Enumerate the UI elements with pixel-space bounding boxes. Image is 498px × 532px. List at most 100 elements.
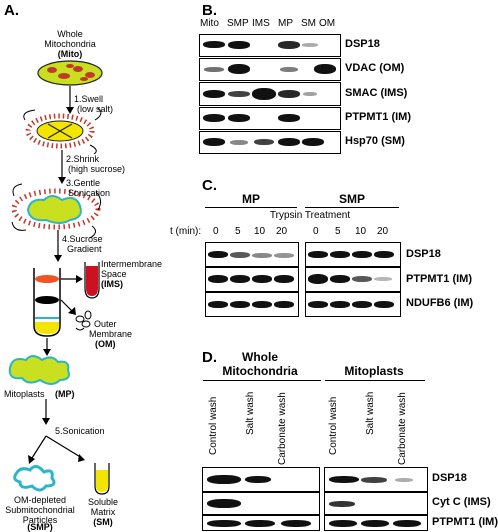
panel-b-letter: B. [202, 2, 217, 19]
mito-abbr: (Mito) [57, 49, 83, 59]
row-c-dsp18: DSP18 [406, 248, 441, 260]
row-b-dsp18: DSP18 [345, 38, 380, 50]
ims-label-2: Space [101, 269, 127, 279]
smp-label-2: Submitochondrial [5, 505, 75, 515]
row-c-ndufb6: NDUFB6 (IM) [406, 297, 474, 309]
lane-b-om: OM [319, 18, 336, 29]
lane-b-ims: IMS [252, 18, 270, 29]
lane-b-mito: Mito [200, 18, 219, 29]
mitoplast-icon [8, 355, 70, 385]
blot-b-hsp70 [199, 131, 341, 154]
smp-label-4: (SMP) [27, 522, 53, 532]
blot-c-mp-dsp18 [205, 242, 299, 267]
blot-c-smp-dsp18 [305, 242, 401, 267]
time-c-3: 20 [276, 226, 288, 237]
group-c-smp-line [305, 207, 399, 208]
panel-c-letter: C. [202, 177, 217, 194]
lane-b-smp: SMP [227, 18, 249, 29]
step5-label: 5.Sonication [55, 426, 105, 436]
time-c-1: 5 [235, 226, 241, 237]
blot-c-smp-ptpmt1 [305, 267, 401, 292]
time-label: t (min): [170, 226, 202, 237]
lane-d-3: Carbonate wash [277, 392, 288, 465]
blot-d-mp-ptpmt1 [324, 515, 428, 531]
row-b-smac: SMAC (IMS) [345, 87, 408, 99]
row-b-hsp70: Hsp70 (SM) [345, 135, 405, 147]
lane-b-sm: SM [301, 18, 316, 29]
ims-tube-icon [84, 262, 100, 299]
step2-label: 2.Shrink [66, 154, 100, 164]
whole-mito-label: Whole [57, 29, 83, 39]
lane-d-6: Carbonate wash [397, 392, 408, 465]
time-c-5: 5 [335, 226, 341, 237]
step1-label: 1.Swell [74, 94, 104, 104]
group-c-smp: SMP [338, 192, 365, 206]
blot-b-ptpmt1 [199, 107, 341, 130]
trypsin-label: Trypsin Treatment [269, 210, 351, 221]
row-c-ptpmt1: PTPMT1 (IM) [406, 273, 472, 285]
lane-d-2: Salt wash [245, 391, 256, 435]
row-d-cytc: Cyt C (IMS) [432, 496, 491, 508]
om-label-3: (OM) [95, 339, 116, 349]
blot-d-mp-dsp18 [324, 467, 428, 492]
sm-label-1: Soluble [87, 497, 119, 507]
time-c-0: 0 [213, 226, 219, 237]
group-d-whole: Whole [242, 350, 278, 364]
time-c-4: 0 [313, 226, 319, 237]
outer-membrane-fragments-icon [75, 310, 92, 331]
om-label-1: Outer [94, 319, 117, 329]
group-c-mp: MP [242, 192, 260, 206]
blot-c-smp-ndufb6 [305, 292, 401, 317]
ims-label-3: (IMS) [101, 279, 123, 289]
shrunk-mito-icon [11, 183, 102, 239]
group-d-line-1 [203, 380, 321, 381]
sm-label-2: Matrix [90, 507, 116, 517]
step2-sub: (high sucrose) [68, 164, 126, 174]
step4-label: 4.Sucrose [62, 234, 103, 244]
blot-d-wm-ptpmt1 [202, 515, 320, 531]
lane-d-5: Salt wash [365, 391, 376, 435]
step3-label: 3.Gentle [66, 178, 101, 188]
row-b-ptpmt1: PTPMT1 (IM) [345, 111, 411, 123]
step3-sub: Sonication [68, 188, 111, 198]
row-b-vdac: VDAC (OM) [345, 62, 405, 74]
lane-d-4: Control wash [328, 396, 339, 455]
time-c-7: 20 [377, 226, 389, 237]
soluble-matrix-tube-icon [94, 463, 110, 495]
fractionation-diagram [8, 60, 110, 495]
group-d-mito: Mitochondria [222, 364, 298, 378]
lane-b-mp: MP [278, 18, 293, 29]
step1-sub: (low salt) [77, 104, 114, 114]
time-c-2: 10 [254, 226, 266, 237]
smp-label-1: OM-depleted [13, 495, 67, 505]
group-d-mitoplasts: Mitoplasts [344, 364, 404, 378]
mp-label: Mitoplasts [4, 389, 45, 399]
om-label-2: Membrane [89, 329, 133, 339]
blot-d-wm-cytc [202, 492, 320, 515]
smp-icon [13, 465, 56, 492]
row-d-ptpmt1: PTPMT1 (IM) [432, 516, 498, 528]
swollen-mito-icon [23, 107, 102, 155]
blot-d-wm-dsp18 [202, 467, 320, 492]
smp-label-3: Particles [22, 515, 58, 525]
blot-b-smac [199, 82, 341, 106]
mp-abbr: (MP) [55, 389, 75, 399]
sm-label-3: (SM) [93, 517, 113, 527]
sucrose-gradient-tube-icon [33, 268, 61, 337]
group-d-line-2 [325, 380, 425, 381]
panel-a-letter: A. [4, 2, 19, 19]
group-c-mp-line [205, 207, 297, 208]
mito-cristae [47, 64, 95, 81]
lane-d-1: Control wash [208, 396, 219, 455]
step4-sub: Gradient [67, 244, 102, 254]
time-c-6: 10 [355, 226, 367, 237]
blot-c-mp-ptpmt1 [205, 267, 299, 292]
figure: A. Whole Mitochondria (Mito) [4, 2, 498, 532]
panel-d-letter: D. [202, 349, 217, 366]
row-d-dsp18: DSP18 [432, 472, 467, 484]
blot-c-mp-ndufb6 [205, 292, 299, 317]
ims-label-1: Intermembrane [101, 259, 163, 269]
blot-b-vdac [199, 58, 341, 81]
blot-b-dsp18 [199, 34, 341, 57]
blot-d-mp-cytc [324, 492, 428, 515]
